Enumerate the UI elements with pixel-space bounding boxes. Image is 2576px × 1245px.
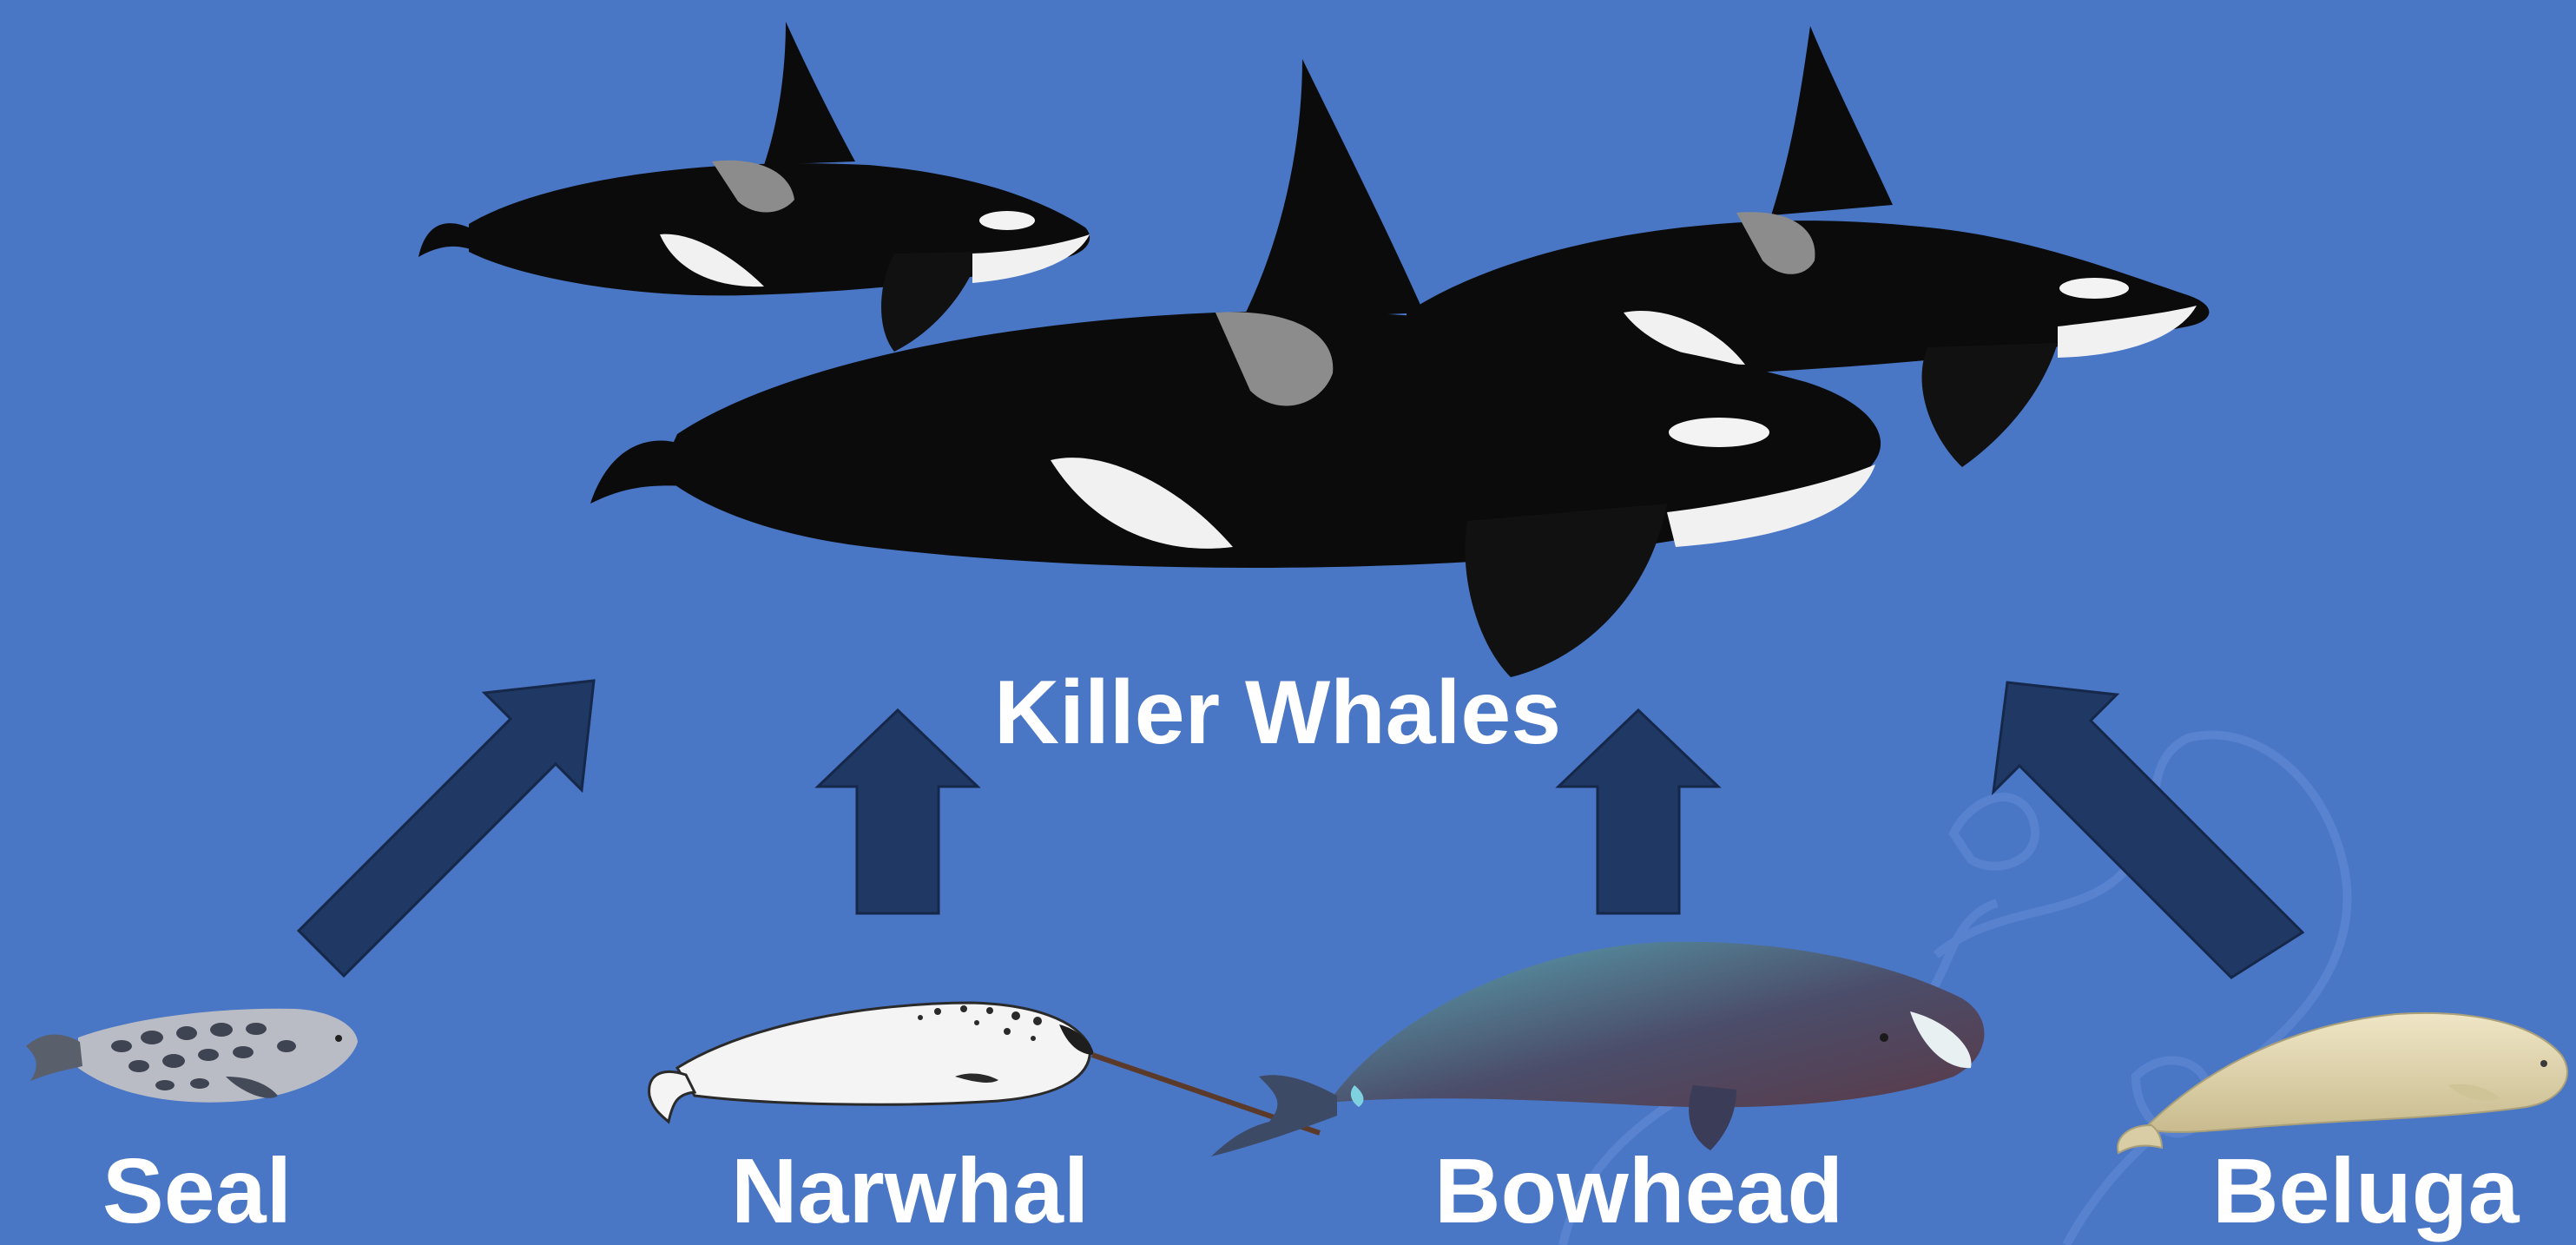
narwhal-image xyxy=(649,1003,1320,1133)
arrow-beluga-to-killer-whales xyxy=(1993,682,2303,978)
bowhead-whale-image xyxy=(1211,942,1984,1156)
arrow-seal-to-killer-whales xyxy=(299,681,594,976)
seal-image xyxy=(26,1009,358,1103)
beluga-label: Beluga xyxy=(2212,1139,2519,1244)
bowhead-label: Bowhead xyxy=(1434,1139,1843,1244)
beluga-image xyxy=(2118,1013,2567,1153)
arrow-narwhal-to-killer-whales xyxy=(818,710,978,913)
arrow-bowhead-to-killer-whales xyxy=(1558,710,1718,913)
killer-whale-image-left xyxy=(418,22,1090,352)
seal-label: Seal xyxy=(102,1139,292,1244)
killer-whales-label: Killer Whales xyxy=(994,662,1561,765)
narwhal-label: Narwhal xyxy=(731,1139,1089,1244)
